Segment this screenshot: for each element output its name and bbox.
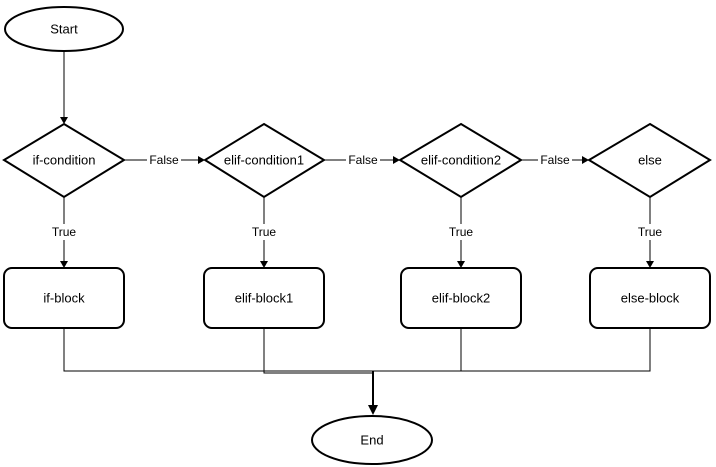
decision-diamond (398, 122, 523, 199)
process-if-block: if-block (3, 267, 125, 329)
process-box (3, 267, 125, 329)
true-edge-label: True (252, 225, 277, 239)
decision-label: if-condition (33, 153, 96, 168)
edge-labels: False False False True True True True (49, 152, 665, 240)
arrowhead (646, 261, 654, 268)
process-label: elif-block1 (235, 291, 294, 306)
start-shape (4, 6, 124, 52)
arrowhead (60, 117, 68, 124)
arrowhead (60, 261, 68, 268)
if-block-merge-connector (63, 328, 373, 372)
true-edge-label: True (638, 225, 663, 239)
arrowhead (198, 156, 205, 164)
decision-diamond (587, 122, 712, 199)
end-shape (311, 415, 433, 465)
true-edge-label: True (449, 225, 474, 239)
decision-else: else (587, 122, 712, 199)
elif2-block-merge-connector (373, 328, 462, 372)
start-label: Start (50, 22, 78, 37)
true-edge-label: True (52, 225, 77, 239)
process-elif-block1: elif-block1 (203, 267, 325, 329)
else-block-merge-connector (373, 328, 651, 372)
arrowhead (457, 261, 465, 268)
connectors (60, 51, 654, 415)
process-label: else-block (621, 291, 680, 306)
decision-elif2: elif-condition2 (398, 122, 523, 199)
false-edge-label: False (348, 153, 378, 167)
arrowhead (582, 156, 589, 164)
decision-diamond (2, 122, 126, 199)
decision-label: elif-condition1 (224, 153, 304, 168)
process-else-block: else-block (589, 267, 711, 329)
process-label: if-block (43, 291, 85, 306)
decision-diamond (203, 122, 326, 199)
process-box (589, 267, 711, 329)
process-label: elif-block2 (432, 291, 491, 306)
process-box (400, 267, 522, 329)
arrowhead (393, 156, 400, 164)
false-edge-label: False (149, 153, 179, 167)
end-label: End (360, 433, 383, 448)
false-edge-label: False (540, 153, 570, 167)
arrowhead (260, 261, 268, 268)
process-elif-block2: elif-block2 (400, 267, 522, 329)
end-terminal: End (311, 415, 433, 465)
arrowhead (368, 405, 378, 415)
start-terminal: Start (4, 6, 124, 52)
elif1-block-merge-connector (263, 328, 373, 374)
decision-label: elif-condition2 (421, 153, 501, 168)
decision-label: else (638, 153, 662, 168)
process-box (203, 267, 325, 329)
decision-elif1: elif-condition1 (203, 122, 326, 199)
decision-if: if-condition (2, 122, 126, 199)
